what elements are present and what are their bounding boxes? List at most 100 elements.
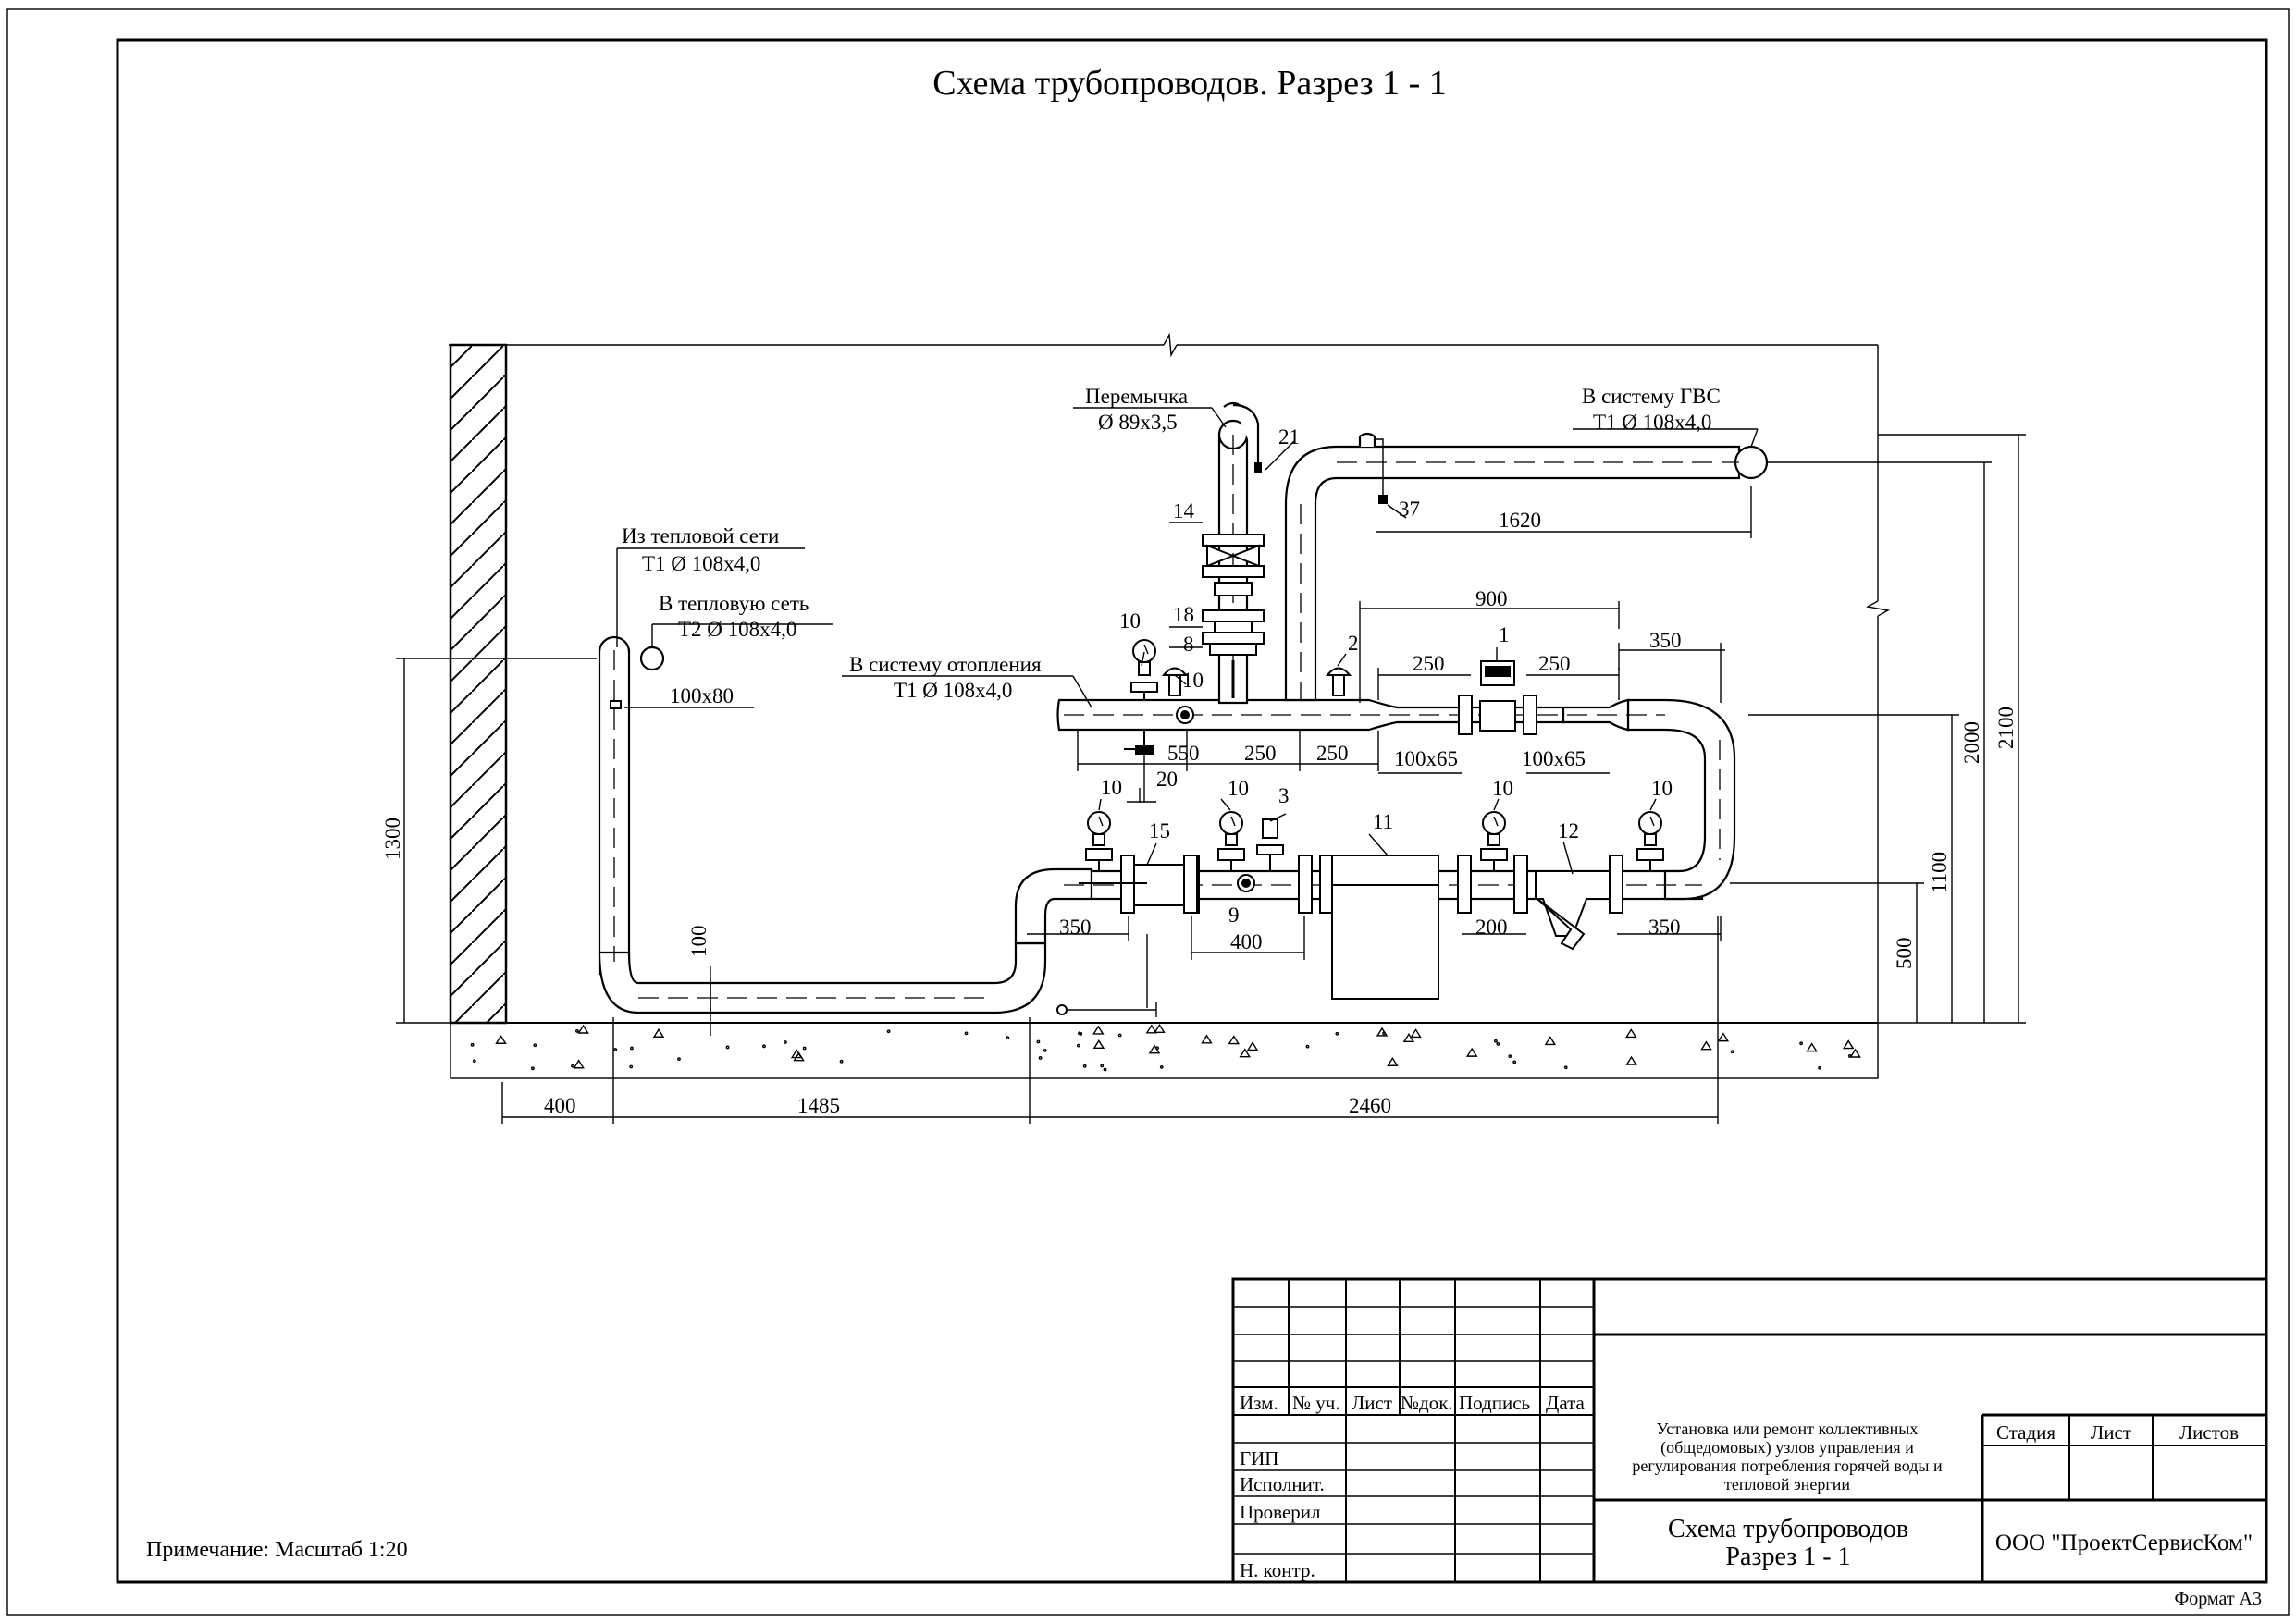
drawing-title: Схема трубопроводов. Разрез 1 - 1 [932,64,1447,103]
pos-14: 14 [1173,499,1195,523]
strainer-12 [1513,855,1623,951]
tb-project-line3: регулирования потребления горячей воды и [1632,1457,1943,1475]
label-heating-spec: T1 Ø 108x4,0 [894,679,1012,702]
pos-8: 8 [1183,633,1194,656]
floor-slab [450,1022,1879,1079]
flange-pair-9 [1183,855,1313,914]
tb-ndok: №док. [1401,1392,1453,1414]
pressure-gauge-10-upper [1130,639,1158,700]
control-valve-icon-upper [1176,706,1194,724]
dim-2100: 2100 [1994,707,2018,749]
pressure-gauge-10-lower-3 [1480,811,1508,871]
sensor-3 [1256,818,1284,871]
pos-10-lower-d: 10 [1651,777,1673,800]
label-dhw: В систему ГВС [1582,385,1721,408]
tb-project-line4: тепловой энергии [1724,1475,1850,1494]
tb-listov: Листов [2179,1421,2239,1444]
label-dhw-spec: T1 Ø 108x4,0 [1593,411,1711,434]
title-block-texts: Изм. № уч. Лист №док. Подпись Дата ГИП И… [1240,1392,2253,1581]
dim-550: 550 [1167,742,1200,765]
tb-project-line1: Установка или ремонт коллективных [1657,1420,1919,1438]
pos-9: 9 [1228,904,1240,927]
heat-meter-11 [1319,855,1472,1000]
dim-250-c: 250 [1244,742,1277,765]
format-label: Формат А3 [2174,1589,2262,1609]
leader-lines [616,407,1759,875]
tb-proveril: Проверил [1240,1501,1321,1523]
pipe-return-stub [639,646,665,671]
dim-100x65-a: 100x65 [1394,747,1458,770]
label-to-network: В тепловую сеть [659,592,809,615]
room-outline [449,332,1891,1023]
pipeline-labels: Из тепловой сети T1 Ø 108x4,0 В тепловую… [622,385,1721,702]
valve-14 [1202,534,1265,596]
pos-3: 3 [1278,784,1290,807]
pos-10-upper-a: 10 [1119,609,1141,633]
pos-11: 11 [1373,810,1393,833]
dim-1620: 1620 [1499,509,1541,532]
dim-1100: 1100 [1928,852,1951,893]
pipe-dhw-branch [1284,432,1769,702]
dim-400-mid: 400 [1230,930,1263,953]
pos-2: 2 [1348,632,1359,655]
pos-15: 15 [1149,819,1170,842]
dim-100x80: 100x80 [670,684,734,707]
tb-ispolnit: Исполнит. [1240,1473,1325,1495]
pos-37: 37 [1399,498,1420,521]
section-marker [1056,934,1157,1017]
thermometer-2 [1325,667,1352,696]
label-jumper: Перемычка [1085,385,1188,408]
dim-350-top: 350 [1649,629,1682,652]
scale-note: Примечание: Масштаб 1:20 [146,1538,408,1562]
label-jumper-spec: Ø 89x3,5 [1098,411,1178,434]
tb-stadiya: Стадия [1996,1421,2055,1444]
dim-1300: 1300 [381,818,404,860]
strainer-18 [1202,609,1265,698]
pressure-gauge-10-lower-1 [1085,811,1113,871]
pressure-gauge-10-lower-4 [1636,811,1664,871]
tb-gip: ГИП [1240,1447,1278,1469]
dim-250-b: 250 [1538,652,1571,675]
tb-project-line2: (общедомовых) узлов управления и [1660,1438,1914,1457]
dim-100x65-b: 100x65 [1522,747,1586,770]
dim-200: 200 [1475,916,1508,939]
pos-20: 20 [1156,768,1178,791]
dimension-lines [396,434,2026,1124]
control-valve-icon-lower [1237,874,1255,892]
position-numbers: 1 2 3 8 9 10 10 10 10 10 10 11 12 14 15 … [1101,425,1673,927]
tb-izm: Изм. [1240,1392,1278,1414]
dim-350-left: 350 [1059,916,1092,939]
dim-500: 500 [1893,938,1916,970]
tb-data: Дата [1546,1392,1586,1414]
dim-400: 400 [544,1094,576,1117]
tb-list: Лист [2091,1421,2131,1444]
dim-100: 100 [687,926,710,958]
tb-company: ООО "ПроектСервисКом" [1995,1531,2253,1555]
sheet-frame [6,8,2290,1616]
valve-15 [1079,855,1200,914]
label-from-network-spec: T1 Ø 108x4,0 [642,552,760,575]
pos-12: 12 [1558,819,1579,842]
pos-21: 21 [1278,425,1300,449]
pipe-right-loop [1626,698,1736,901]
tb-list-col: Лист [1352,1392,1392,1414]
dim-350-right: 350 [1648,916,1681,939]
dim-900: 900 [1475,587,1508,610]
drain-valve-20 [1124,730,1154,803]
tb-sheet-title1: Схема трубопроводов [1668,1515,1908,1543]
tb-podpis: Подпись [1459,1392,1530,1414]
pos-10-lower-a: 10 [1101,776,1122,799]
pos-10-lower-b: 10 [1228,777,1249,800]
pos-10-upper-b: 10 [1182,669,1204,692]
pos-18: 18 [1173,603,1194,626]
pos-10-lower-c: 10 [1492,777,1513,800]
label-from-network: Из тепловой сети [622,524,779,547]
label-heating: В систему отопления [849,653,1042,676]
tb-nkontr: Н. контр. [1240,1559,1315,1581]
dim-2000: 2000 [1960,721,1983,764]
pos-1: 1 [1499,623,1510,646]
flowmeter-1 [1458,660,1537,735]
wall-hatch [449,343,508,1025]
label-to-network-spec: T2 Ø 108x4,0 [678,618,796,641]
